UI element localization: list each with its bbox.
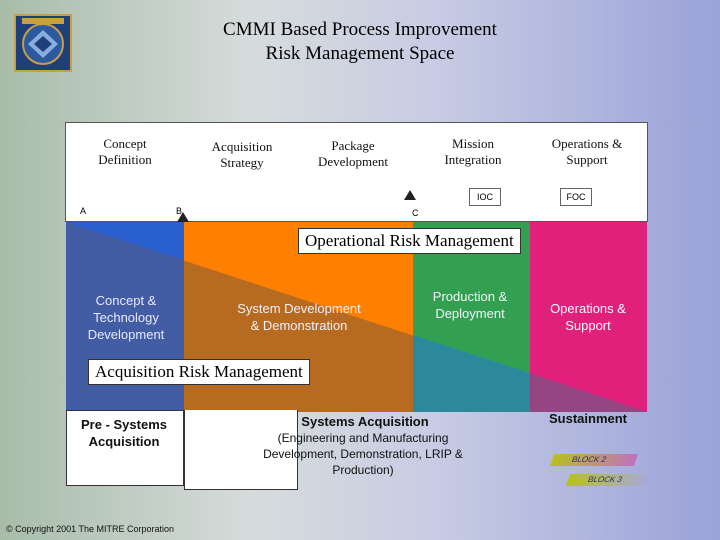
phase-label: Integration xyxy=(444,152,502,167)
band-text: Concept & xyxy=(95,293,157,308)
phase-label: Acquisition xyxy=(211,139,273,154)
phase-mission-integration: Mission Integration xyxy=(425,136,521,168)
milestone-c-triangle-icon xyxy=(404,190,416,200)
phase-operations-support: Operations & Support xyxy=(535,136,639,168)
phase-acquisition-strategy: Acquisition Strategy xyxy=(195,139,289,171)
band-label-system-dev: System Development & Demonstration xyxy=(214,300,384,334)
sustainment-label: Sustainment xyxy=(548,411,627,426)
air-force-emblem-icon xyxy=(14,14,72,72)
systems-acquisition-box-left xyxy=(184,410,298,490)
bottom-text: Development, Demonstration, LRIP & xyxy=(263,447,463,461)
bottom-text: (Engineering and Manufacturing xyxy=(277,431,449,445)
bottom-text: Pre - Systems xyxy=(81,417,167,432)
slide-title: CMMI Based Process Improvement Risk Mana… xyxy=(150,18,570,66)
phase-package-development: Package Development xyxy=(305,138,401,170)
acquisition-risk-label: Acquisition Risk Management xyxy=(88,359,310,385)
phase-label: Package xyxy=(331,138,375,153)
phase-label: Operations & xyxy=(551,136,623,151)
phase-concept-definition: Concept Definition xyxy=(82,136,168,168)
phase-label: Development xyxy=(317,154,389,169)
band-label-operations: Operations & Support xyxy=(534,300,642,334)
band-label-concept-tech: Concept & Technology Development xyxy=(72,292,180,343)
band-text: Technology xyxy=(93,310,159,325)
ioc-tag: IOC xyxy=(469,188,501,206)
band-text: Support xyxy=(565,318,611,333)
pre-systems-box xyxy=(66,410,184,486)
phase-label: Concept xyxy=(103,136,147,151)
phase-header-box xyxy=(65,122,648,222)
bottom-text: Production) xyxy=(332,463,394,477)
phase-label: Strategy xyxy=(220,155,264,170)
foc-tag: FOC xyxy=(560,188,592,206)
bottom-text: Acquisition xyxy=(88,434,160,449)
phase-label: Mission xyxy=(452,136,494,151)
copyright-text: © Copyright 2001 The MITRE Corporation xyxy=(6,524,175,534)
phase-label: Definition xyxy=(98,152,152,167)
band-text: Production & xyxy=(432,289,508,304)
title-line-1: CMMI Based Process Improvement xyxy=(223,19,497,40)
systems-acquisition-detail: (Engineering and Manufacturing Developme… xyxy=(238,430,488,478)
milestone-c: C xyxy=(412,208,419,218)
band-label-production: Production & Deployment xyxy=(416,288,524,322)
phase-label: Support xyxy=(566,152,608,167)
milestone-b-triangle-icon xyxy=(177,212,189,222)
band-text: Deployment xyxy=(435,306,505,321)
operational-risk-label: Operational Risk Management xyxy=(298,228,521,254)
band-text: & Demonstration xyxy=(250,318,348,333)
block-3-bar: BLOCK 3 xyxy=(565,474,653,486)
systems-acquisition-title: Systems Acquisition xyxy=(301,414,429,429)
band-text: Development xyxy=(87,327,165,342)
band-text: System Development xyxy=(237,301,361,316)
milestone-a: A xyxy=(80,206,87,216)
milestone-b: B xyxy=(176,206,183,216)
title-line-2: Risk Management Space xyxy=(265,43,455,64)
band-text: Operations & xyxy=(550,301,626,316)
block-2-bar: BLOCK 2 xyxy=(549,454,639,466)
pre-systems-label: Pre - Systems Acquisition xyxy=(68,416,180,450)
